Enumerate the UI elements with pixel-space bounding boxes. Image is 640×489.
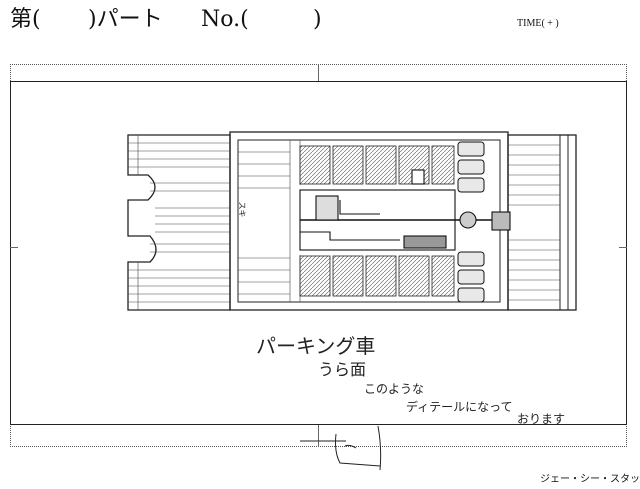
center-tick-right (619, 247, 627, 248)
center-tick-left (10, 247, 18, 248)
safe-frame-inner (10, 81, 627, 425)
center-tick-top (318, 64, 319, 81)
studio-credit: ジェー・シー・スタッフ (540, 474, 640, 485)
note-line-4: ディテールになって (406, 400, 513, 414)
number-close: ) (313, 7, 322, 32)
part-label: )パート (88, 7, 163, 32)
note-line-5: おります (517, 412, 566, 426)
note-line-1: パーキング車 (256, 334, 376, 358)
note-line-2: うら面 (318, 360, 367, 379)
number-label: No.( (201, 7, 249, 32)
center-tick-bottom (318, 425, 319, 447)
time-field: TIME( + ) (517, 18, 559, 29)
note-line-3: このような (364, 382, 425, 396)
scene-label: 第( (10, 7, 41, 32)
side-label: スキ (237, 201, 247, 218)
